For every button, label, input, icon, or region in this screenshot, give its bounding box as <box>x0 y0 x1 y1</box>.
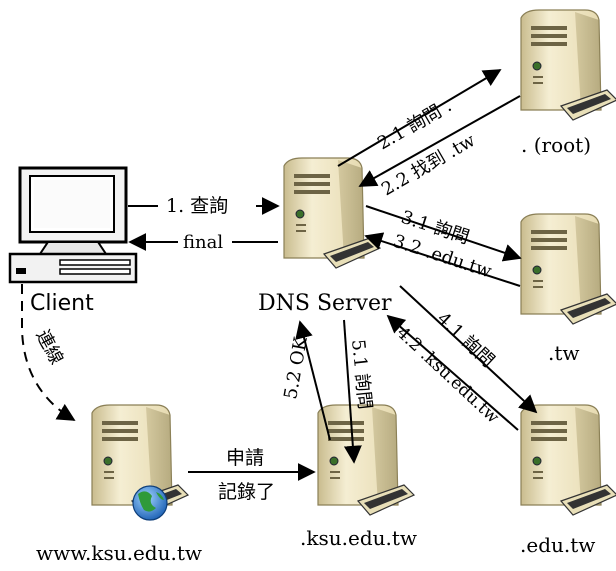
label-client: Client <box>30 291 94 316</box>
arrow-5-1 <box>343 319 362 464</box>
client-computer-icon <box>8 166 138 284</box>
label-query: 1. 查詢 <box>166 195 228 217</box>
root-server-icon <box>520 9 616 121</box>
label-apply-2: 記錄了 <box>218 481 275 503</box>
label-dns-server: DNS Server <box>258 291 392 316</box>
arrow-5-2 <box>295 320 331 441</box>
arrow-4-2 <box>386 314 519 431</box>
ksu-edu-tw-server-icon <box>317 404 415 516</box>
label-edu-tw: .edu.tw <box>520 533 595 557</box>
dns-server-icon <box>283 157 381 269</box>
label-apply-1: 申請 <box>226 447 264 469</box>
tw-server-icon <box>520 213 616 325</box>
label-tw: .tw <box>548 341 580 365</box>
globe-icon <box>132 485 168 521</box>
label-www: www.ksu.edu.tw <box>36 541 202 565</box>
label-root: . (root) <box>521 133 591 157</box>
arrow-2-2 <box>358 95 521 187</box>
arrow-4-1 <box>399 285 538 414</box>
arrow-3-2 <box>364 232 521 287</box>
label-5-1: 5.1 詢問 <box>347 338 375 410</box>
label-4-2: 4.2 .ksu.edu.tw <box>393 323 503 428</box>
label-connect: 連線 <box>32 326 67 368</box>
arrow-connect <box>21 284 76 421</box>
label-5-2: 5.2 OK <box>280 335 312 401</box>
edu-tw-server-icon <box>520 404 616 516</box>
arrow-2-1 <box>337 69 502 167</box>
label-ksu-edu-tw: .ksu.edu.tw <box>300 526 417 550</box>
label-final: final <box>183 232 223 253</box>
arrow-3-1 <box>365 205 522 262</box>
